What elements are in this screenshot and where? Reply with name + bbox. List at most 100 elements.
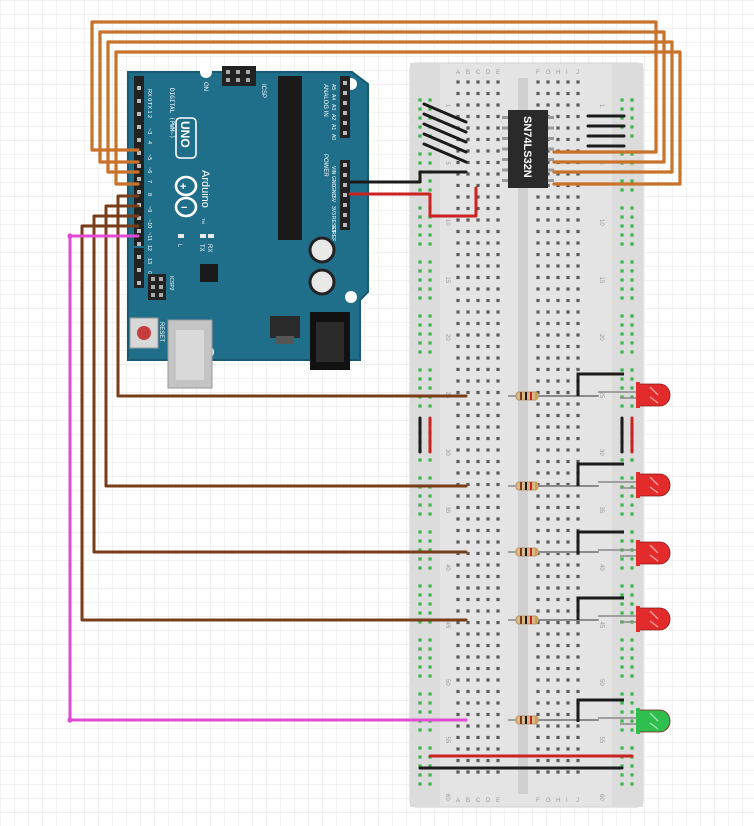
rail-hole[interactable] (418, 233, 422, 237)
breadboard-hole[interactable] (466, 586, 470, 590)
breadboard-hole[interactable] (496, 551, 500, 556)
breadboard-hole[interactable] (576, 310, 580, 314)
breadboard-hole[interactable] (576, 655, 580, 659)
breadboard-hole[interactable] (576, 241, 580, 245)
breadboard-hole[interactable] (496, 517, 500, 521)
breadboard-hole[interactable] (556, 241, 560, 245)
breadboard-hole[interactable] (566, 609, 570, 613)
breadboard-hole[interactable] (486, 333, 490, 337)
header-pin[interactable] (137, 229, 141, 233)
breadboard-hole[interactable] (536, 632, 540, 636)
breadboard-hole[interactable] (556, 206, 560, 211)
breadboard-hole[interactable] (466, 735, 470, 740)
breadboard-hole[interactable] (566, 264, 570, 268)
rail-hole[interactable] (418, 503, 422, 507)
breadboard-hole[interactable] (486, 252, 490, 257)
breadboard-hole[interactable] (496, 494, 500, 498)
breadboard-hole[interactable] (456, 287, 460, 291)
breadboard-hole[interactable] (466, 218, 470, 222)
rail-hole[interactable] (418, 764, 422, 768)
breadboard-hole[interactable] (576, 459, 580, 464)
rail-hole[interactable] (620, 701, 624, 705)
breadboard-hole[interactable] (556, 425, 560, 429)
breadboard-hole[interactable] (466, 459, 470, 464)
header-pin[interactable] (137, 190, 141, 194)
breadboard-hole[interactable] (476, 126, 480, 130)
breadboard-hole[interactable] (476, 183, 480, 188)
breadboard-hole[interactable] (566, 321, 570, 326)
rail-hole[interactable] (418, 134, 422, 138)
breadboard-hole[interactable] (546, 298, 550, 303)
rail-hole[interactable] (630, 746, 634, 750)
breadboard-hole[interactable] (486, 310, 490, 314)
breadboard-hole[interactable] (546, 310, 550, 314)
breadboard-hole[interactable] (486, 597, 490, 602)
breadboard-hole[interactable] (476, 390, 480, 395)
breadboard-hole[interactable] (486, 505, 490, 510)
breadboard-hole[interactable] (456, 367, 460, 372)
breadboard-hole[interactable] (466, 724, 470, 728)
breadboard-hole[interactable] (456, 459, 460, 464)
breadboard-hole[interactable] (546, 229, 550, 234)
breadboard-hole[interactable] (476, 563, 480, 567)
breadboard-hole[interactable] (486, 712, 490, 717)
rail-hole[interactable] (428, 224, 432, 228)
breadboard-hole[interactable] (476, 160, 480, 165)
rail-hole[interactable] (428, 593, 432, 597)
breadboard-hole[interactable] (556, 586, 560, 590)
breadboard-hole[interactable] (476, 505, 480, 510)
rail-hole[interactable] (630, 728, 634, 732)
rail-hole[interactable] (620, 638, 624, 642)
breadboard-hole[interactable] (556, 298, 560, 303)
breadboard-hole[interactable] (576, 620, 580, 625)
breadboard-hole[interactable] (476, 91, 480, 96)
breadboard-hole[interactable] (476, 137, 480, 142)
breadboard-hole[interactable] (546, 80, 550, 84)
breadboard-hole[interactable] (546, 206, 550, 211)
breadboard-hole[interactable] (476, 459, 480, 464)
breadboard-hole[interactable] (536, 218, 540, 222)
breadboard-hole[interactable] (576, 126, 580, 130)
breadboard-hole[interactable] (556, 574, 560, 579)
breadboard-hole[interactable] (556, 494, 560, 498)
breadboard-hole[interactable] (486, 551, 490, 556)
breadboard-hole[interactable] (456, 609, 460, 613)
breadboard-hole[interactable] (486, 367, 490, 372)
breadboard-hole[interactable] (536, 574, 540, 579)
breadboard-hole[interactable] (536, 517, 540, 521)
rail-hole[interactable] (418, 701, 422, 705)
breadboard-hole[interactable] (466, 551, 470, 556)
breadboard-hole[interactable] (466, 712, 470, 717)
breadboard-hole[interactable] (456, 735, 460, 740)
rail-hole[interactable] (428, 674, 432, 678)
rail-hole[interactable] (620, 179, 624, 183)
rail-hole[interactable] (630, 719, 634, 723)
breadboard-hole[interactable] (476, 229, 480, 234)
breadboard-hole[interactable] (556, 287, 560, 291)
rail-hole[interactable] (418, 404, 422, 408)
rail-hole[interactable] (620, 278, 624, 282)
breadboard-hole[interactable] (456, 666, 460, 671)
breadboard-hole[interactable] (536, 298, 540, 303)
breadboard-hole[interactable] (566, 448, 570, 452)
rail-hole[interactable] (630, 773, 634, 777)
breadboard-hole[interactable] (546, 218, 550, 222)
breadboard-hole[interactable] (476, 517, 480, 521)
breadboard-hole[interactable] (476, 609, 480, 613)
breadboard-hole[interactable] (466, 402, 470, 406)
breadboard-hole[interactable] (486, 172, 490, 176)
breadboard-hole[interactable] (576, 172, 580, 176)
breadboard-hole[interactable] (466, 505, 470, 510)
breadboard-hole[interactable] (466, 620, 470, 625)
rail-hole[interactable] (428, 638, 432, 642)
rail-hole[interactable] (620, 692, 624, 696)
rail-hole[interactable] (620, 116, 624, 120)
breadboard-hole[interactable] (496, 103, 500, 107)
breadboard-hole[interactable] (566, 91, 570, 96)
breadboard-hole[interactable] (466, 241, 470, 245)
breadboard-hole[interactable] (576, 137, 580, 142)
breadboard-hole[interactable] (486, 747, 490, 751)
rail-hole[interactable] (418, 242, 422, 246)
breadboard-hole[interactable] (496, 160, 500, 165)
breadboard-hole[interactable] (496, 356, 500, 360)
